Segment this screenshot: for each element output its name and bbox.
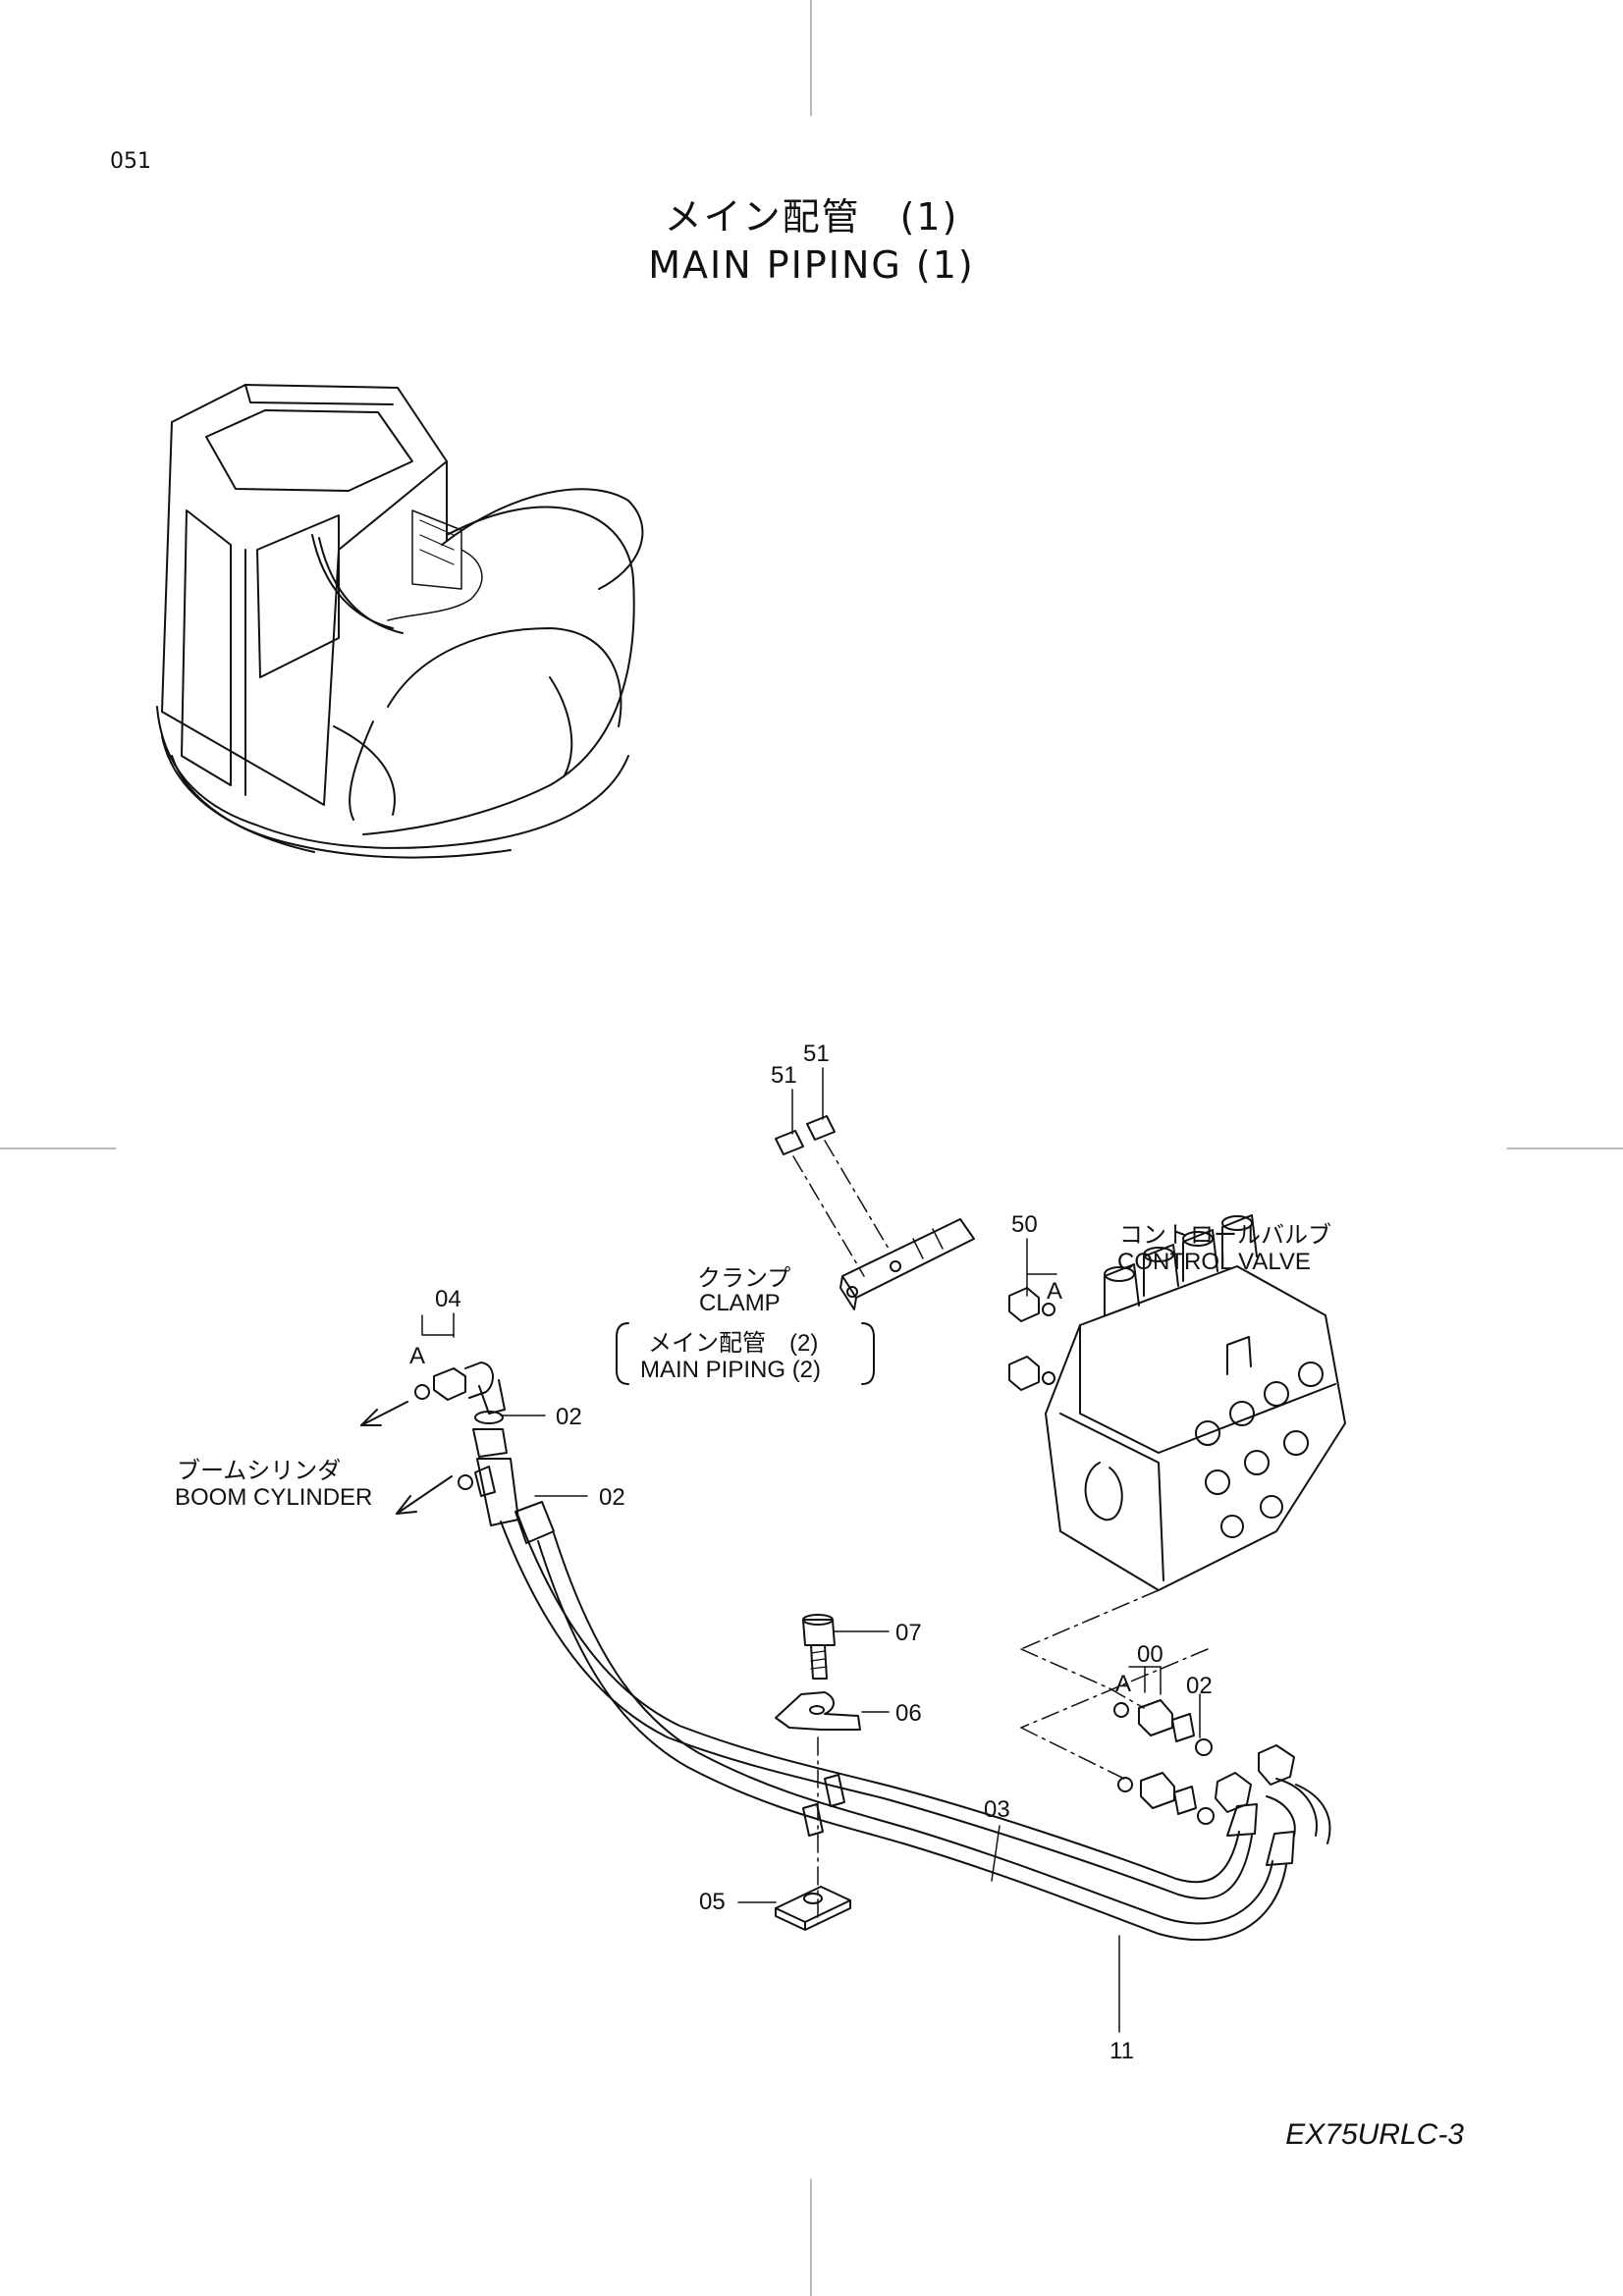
view-marker-a-elbow: A — [409, 1343, 426, 1369]
hose-sleeve — [824, 1774, 845, 1807]
clamp-assembly — [775, 1067, 975, 1310]
page-title-jp: メイン配管 (1) — [664, 195, 959, 239]
clamp-06 — [775, 1691, 890, 1925]
part-number-50: 50 — [1011, 1211, 1038, 1238]
excavator-overview — [156, 384, 644, 859]
part-number-00: 00 — [1137, 1641, 1163, 1668]
bracket-right — [861, 1322, 875, 1385]
tee-fitting — [458, 1411, 588, 1544]
guide-line-upper — [1020, 1589, 1160, 1650]
part-number-51-b: 51 — [803, 1041, 830, 1067]
main-piping-2-label-en: MAIN PIPING (2) — [640, 1357, 822, 1383]
leader-03 — [991, 1825, 1001, 1882]
plate-05 — [737, 1886, 851, 1931]
view-marker-a-valve: A — [1047, 1278, 1063, 1305]
part-number-05: 05 — [699, 1889, 726, 1915]
part-number-02-b: 02 — [599, 1484, 625, 1511]
part-number-06: 06 — [895, 1700, 922, 1727]
clamp-label-en: CLAMP — [699, 1290, 781, 1316]
boom-cylinder-label-en: BOOM CYLINDER — [175, 1484, 373, 1511]
page-title-en: MAIN PIPING (1) — [648, 243, 975, 287]
boom-cylinder-label-jp: ブームシリンダ — [177, 1458, 342, 1484]
clamp-label-jp: クランプ — [697, 1265, 791, 1292]
control-valve — [1008, 1214, 1346, 1591]
part-number-11: 11 — [1109, 2038, 1134, 2064]
hose-03 — [500, 1516, 1253, 1900]
bolt-07 — [802, 1614, 890, 1680]
elbow-fitting — [360, 1312, 506, 1515]
part-number-07: 07 — [895, 1620, 922, 1646]
model-code: EX75URLC-3 — [1285, 2118, 1464, 2151]
part-number-51-a: 51 — [771, 1062, 797, 1089]
control-valve-label-en: CONTROL VALVE — [1117, 1249, 1311, 1275]
adapter-fittings — [1113, 1666, 1215, 1825]
part-number-02-a: 02 — [556, 1404, 582, 1430]
hose-11 — [537, 1532, 1287, 1942]
page-number: 051 — [110, 149, 151, 174]
guide-line-lower — [1020, 1648, 1209, 1729]
part-number-04: 04 — [435, 1286, 461, 1312]
part-number-03: 03 — [984, 1796, 1010, 1823]
main-piping-2-label-jp: メイン配管 (2) — [648, 1330, 819, 1357]
bracket-left — [616, 1322, 629, 1385]
